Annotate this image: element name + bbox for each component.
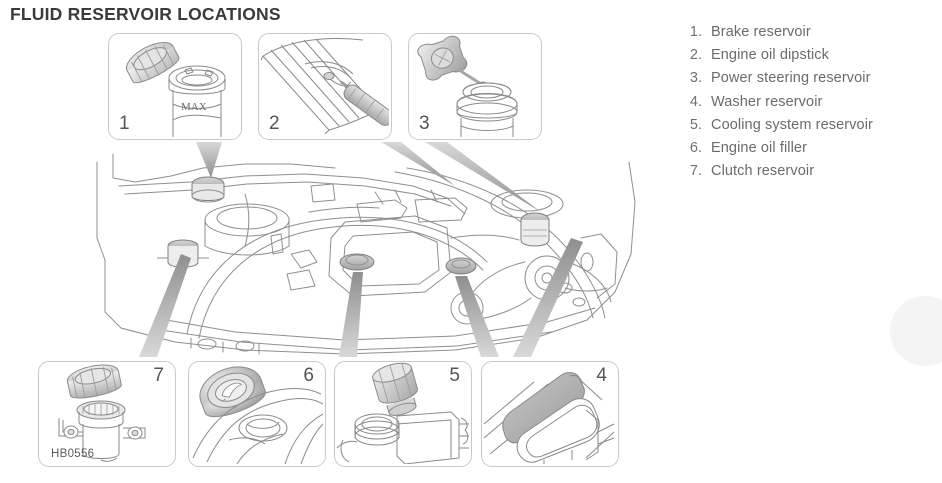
panel-number: 4 (596, 365, 607, 386)
detail-panel-engine-oil-dipstick: 2 (258, 33, 392, 140)
legend-label: Cooling system reservoir (711, 116, 873, 133)
legend-label: Washer reservoir (711, 93, 823, 110)
panel-number: 2 (269, 113, 280, 134)
leader-wedge-4 (513, 238, 583, 357)
legend-number: 5. (689, 116, 702, 133)
legend-number: 7. (689, 163, 702, 180)
leader-wedge-3 (425, 142, 541, 212)
legend-label: Brake reservoir (711, 24, 811, 40)
legend-label: Engine oil dipstick (711, 47, 829, 64)
engine-bay-line-art (96, 142, 636, 357)
legend-label: Engine oil filler (711, 139, 807, 156)
list-item: 3. Power steering reservoir (678, 70, 938, 93)
detail-panel-clutch-reservoir: 7 HB0556 (38, 361, 176, 467)
list-item: 4. Washer reservoir (678, 94, 938, 117)
detail-panel-washer-reservoir: 4 (481, 361, 619, 467)
panel-number: 7 (153, 365, 164, 386)
panel-number: 5 (449, 365, 460, 386)
panel-number: 6 (303, 365, 314, 386)
brake-reservoir-illustration: MAX (126, 42, 226, 137)
leader-wedge-2 (381, 142, 455, 186)
engine-bay-diagram (95, 142, 665, 362)
washer-reservoir-illustration (483, 372, 615, 464)
clutch-reservoir-illustration (58, 364, 146, 462)
legend-number: 1. (689, 24, 702, 40)
bay-component-power-steering-reservoir (520, 212, 550, 247)
bay-component-cooling-reservoir (445, 257, 477, 275)
power-steering-illustration (417, 35, 518, 137)
bay-component-engine-oil-filler (339, 253, 375, 271)
detail-panel-brake-reservoir: MAX 1 (108, 33, 242, 140)
detail-panel-power-steering-reservoir: 3 (408, 33, 542, 140)
leader-wedge-6 (339, 272, 363, 357)
legend-number: 3. (689, 70, 702, 87)
max-marking: MAX (181, 101, 207, 113)
bay-component-brake-reservoir (191, 176, 225, 203)
fluid-legend-list: 1. Brake reservoir 2. Engine oil dipstic… (678, 24, 938, 186)
list-item: 6. Engine oil filler (678, 140, 938, 163)
figure-code: HB0556 (51, 448, 95, 460)
legend-number: 4. (689, 93, 702, 110)
oil-filler-illustration (192, 366, 323, 464)
list-item: 5. Cooling system reservoir (678, 117, 938, 140)
panel-number: 3 (419, 113, 430, 134)
detail-panel-cooling-system-reservoir: 5 (334, 361, 472, 467)
page-title: FLUID RESERVOIR LOCATIONS (10, 4, 281, 24)
scan-artifact (890, 296, 942, 366)
oil-dipstick-illustration (260, 38, 389, 135)
panel-number: 1 (119, 113, 130, 134)
leader-wedge-7 (139, 254, 191, 357)
legend-label: Clutch reservoir (711, 163, 815, 180)
leader-wedge-5 (455, 276, 499, 357)
legend-label: Power steering reservoir (711, 70, 871, 87)
legend-number: 6. (689, 139, 702, 156)
cooling-reservoir-illustration (336, 362, 469, 464)
list-item: 2. Engine oil dipstick (678, 47, 938, 70)
list-item: 1. Brake reservoir (678, 24, 938, 47)
legend-number: 2. (689, 47, 702, 64)
list-item: 7. Clutch reservoir (678, 163, 938, 186)
leader-wedge-1 (196, 142, 222, 178)
detail-panel-engine-oil-filler: 6 (188, 361, 326, 467)
